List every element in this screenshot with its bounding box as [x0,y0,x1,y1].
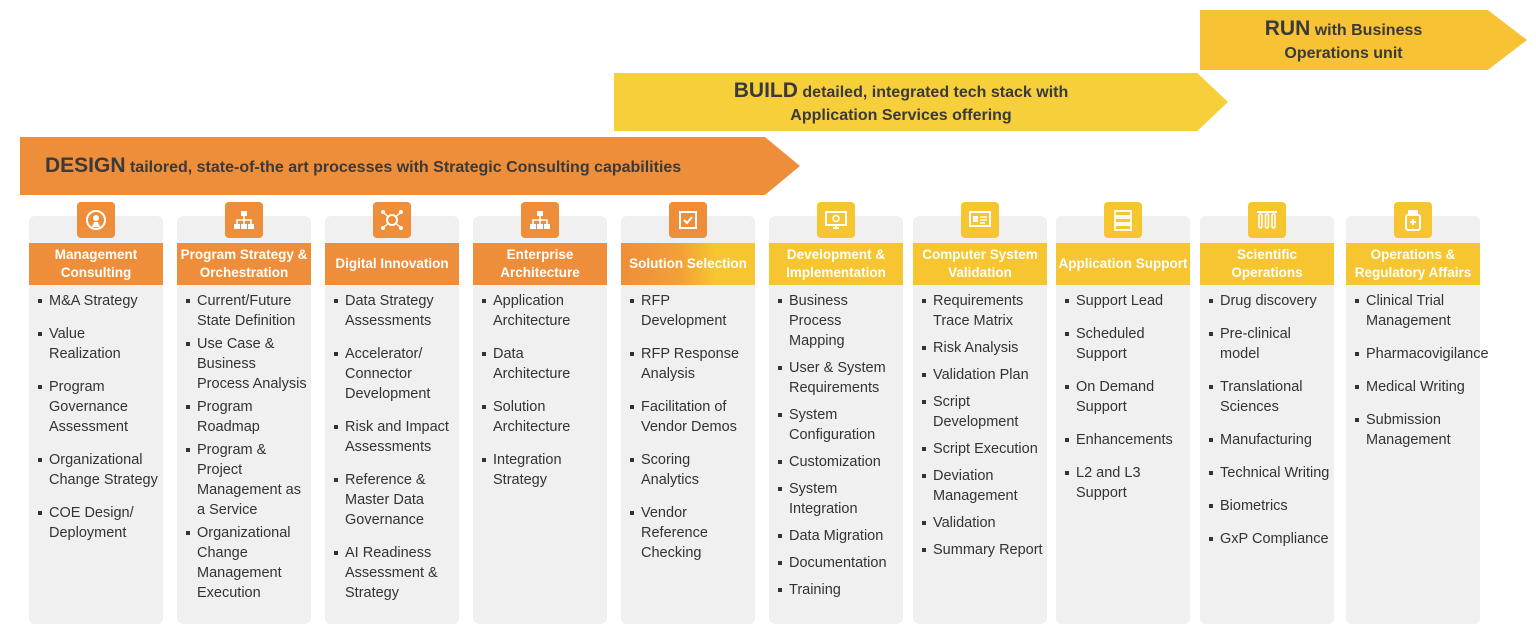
server-stack-icon [1104,202,1142,238]
list-item: Business Process Mapping [777,291,899,351]
list-item: Requirements Trace Matrix [921,291,1043,331]
gear-head-icon [77,202,115,238]
monitor-code-icon [817,202,855,238]
list-item: Training [777,580,899,600]
pill-bottle-icon [1394,202,1432,238]
column-header: Application Support [1056,243,1190,285]
list-item: Value Realization [37,324,159,364]
list-item: Integration Strategy [481,450,603,490]
list-item: AI Readiness Assessment & Strategy [333,543,455,603]
list-item: Clinical Trial Management [1354,291,1476,331]
list-item: Validation Plan [921,365,1043,385]
run-text-line2: Operations unit [1284,45,1403,63]
list-item: Solution Architecture [481,397,603,437]
column-enterprise-architecture: Enterprise Architecture Application Arch… [473,202,607,624]
column-header: Scientific Operations [1200,243,1334,285]
list-item: Application Architecture [481,291,603,331]
checkbox-icon [669,202,707,238]
list-item: Data Strategy Assessments [333,291,455,331]
list-item: Biometrics [1208,496,1330,516]
list-item: Accelerator/ Connector Development [333,344,455,404]
list-item: Scheduled Support [1064,324,1186,364]
column-scientific-operations: Scientific Operations Drug discovery Pre… [1200,202,1334,624]
column-header: Digital Innovation [325,243,459,285]
list-item: Documentation [777,553,899,573]
list-item: Data Architecture [481,344,603,384]
column-application-support: Application Support Support Lead Schedul… [1056,202,1190,624]
list-item: Deviation Management [921,466,1043,506]
list-item: Medical Writing [1354,377,1476,397]
list-item: Facilitation of Vendor Demos [629,397,751,437]
list-item: Program Governance Assessment [37,377,159,437]
hierarchy-icon [521,202,559,238]
list-item: Organizational Change Strategy [37,450,159,490]
list-item: Pre-clinical model [1208,324,1330,364]
build-text-line1: detailed, integrated tech stack with [802,84,1069,102]
design-phase-arrow: DESIGN tailored, state-of-the art proces… [20,137,800,195]
column-header: Management Consulting [29,243,163,285]
list-item: M&A Strategy [37,291,159,311]
list-item: Validation [921,513,1043,533]
list-item: Program & Project Management as a Servic… [185,440,307,520]
list-item: Reference & Master Data Governance [333,470,455,530]
list-item: Enhancements [1064,430,1186,450]
build-text-line2: Application Services offering [790,107,1012,125]
column-development-implementation: Development & Implementation Business Pr… [769,202,903,624]
column-program-strategy: Program Strategy & Orchestration Current… [177,202,311,624]
list-item: Translational Sciences [1208,377,1330,417]
screen-id-icon [961,202,999,238]
run-text-line1: with Business [1314,22,1423,40]
list-item: Data Migration [777,526,899,546]
hierarchy-icon [225,202,263,238]
list-item: Customization [777,452,899,472]
list-item: Support Lead [1064,291,1186,311]
list-item: Use Case & Business Process Analysis [185,334,307,394]
list-item: Submission Management [1354,410,1476,450]
list-item: User & System Requirements [777,358,899,398]
run-keyword: RUN [1264,17,1311,41]
list-item: Technical Writing [1208,463,1330,483]
column-digital-innovation: Digital Innovation Data Strategy Assessm… [325,202,459,624]
list-item: GxP Compliance [1208,529,1330,549]
list-item: Program Roadmap [185,397,307,437]
list-item: RFP Response Analysis [629,344,751,384]
list-item: Drug discovery [1208,291,1330,311]
column-header: Computer System Validation [913,243,1047,285]
column-operations-regulatory: Operations & Regulatory Affairs Clinical… [1346,202,1489,624]
column-header: Enterprise Architecture [473,243,607,285]
list-item: L2 and L3 Support [1064,463,1186,503]
column-solution-selection: Solution Selection RFP Development RFP R… [621,202,755,624]
design-keyword: DESIGN [45,153,126,177]
column-computer-system-validation: Computer System Validation Requirements … [913,202,1047,624]
column-header: Development & Implementation [769,243,903,285]
list-item: Risk Analysis [921,338,1043,358]
list-item: Risk and Impact Assessments [333,417,455,457]
design-text: tailored, state-of-the art processes wit… [129,158,682,176]
list-item: COE Design/ Deployment [37,503,159,543]
list-item: On Demand Support [1064,377,1186,417]
list-item: Manufacturing [1208,430,1330,450]
list-item: Script Development [921,392,1043,432]
list-item: Current/Future State Definition [185,291,307,331]
list-item: Organizational Change Management Executi… [185,523,307,603]
build-keyword: BUILD [733,79,798,103]
column-header: Program Strategy & Orchestration [177,243,311,285]
list-item: RFP Development [629,291,751,331]
column-management-consulting: Management Consulting M&A Strategy Value… [29,202,163,624]
build-phase-arrow: BUILD detailed, integrated tech stack wi… [614,73,1228,131]
network-brain-icon [373,202,411,238]
list-item: Scoring Analytics [629,450,751,490]
column-header: Solution Selection [621,243,755,285]
column-header: Operations & Regulatory Affairs [1346,243,1480,285]
list-item: Pharmacovigilance [1354,344,1489,364]
list-item: System Configuration [777,405,899,445]
list-item: Script Execution [921,439,1043,459]
run-phase-arrow: RUN with Business Operations unit [1200,10,1527,70]
list-item: System Integration [777,479,899,519]
list-item: Summary Report [921,540,1043,560]
test-tubes-icon [1248,202,1286,238]
list-item: Vendor Reference Checking [629,503,751,563]
